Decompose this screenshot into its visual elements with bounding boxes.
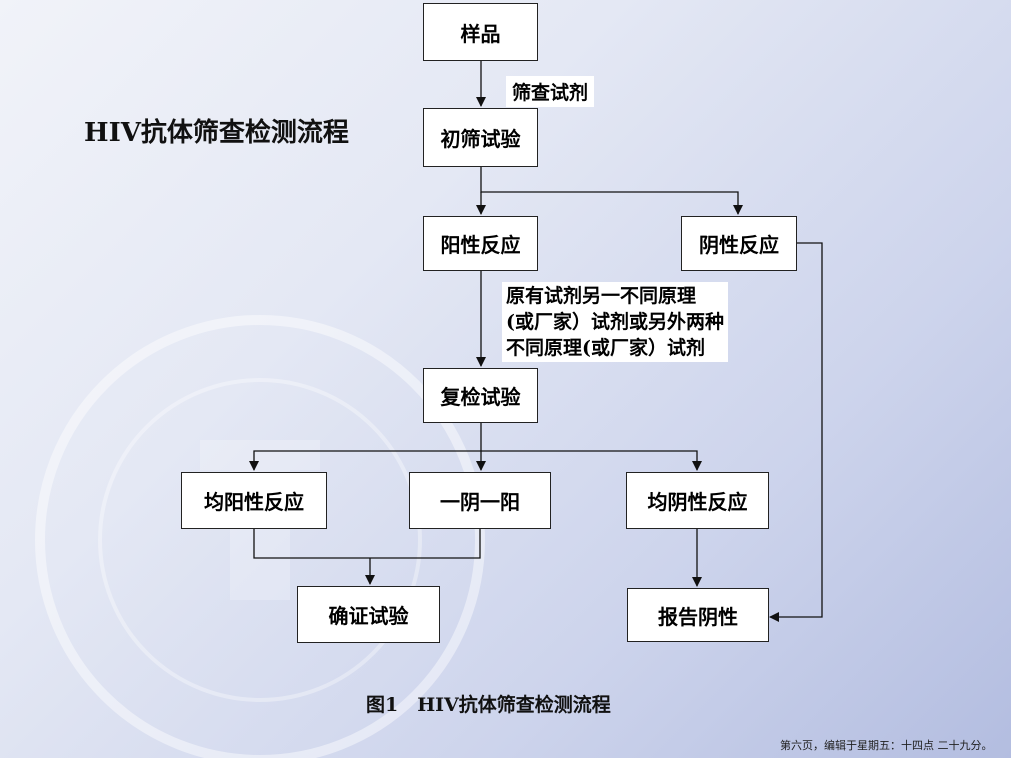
arrow-initial-to-negative xyxy=(480,167,743,215)
slide-footer: 第六页，编辑于星期五：十四点 二十九分。 xyxy=(780,739,993,752)
edge-label-line: (或厂家）试剂或另外两种 xyxy=(506,311,724,333)
node-initial-test: 初筛试验 xyxy=(423,108,538,167)
arrow-retest-to-both-negative xyxy=(481,450,702,471)
node-negative-reaction: 阴性反应 xyxy=(681,216,797,271)
node-one-negative-one-positive: 一阴一阳 xyxy=(409,472,551,529)
node-positive-reaction: 阳性反应 xyxy=(423,216,538,271)
merge-to-confirm xyxy=(253,529,481,559)
edge-label-screening-reagent: 筛查试剂 xyxy=(506,76,595,107)
node-retest: 复检试验 xyxy=(423,368,538,423)
edge-label-retest-reagent: 原有试剂另一不同原理 (或厂家）试剂或另外两种 不同原理(或厂家）试剂 xyxy=(502,282,728,362)
edge-label-line: 原有试剂另一不同原理 xyxy=(506,285,697,307)
arrow-retest-to-both-positive xyxy=(249,423,482,471)
node-both-negative: 均阴性反应 xyxy=(626,472,769,529)
figure-caption: 图1 HIV抗体筛查检测流程 xyxy=(366,694,611,716)
node-confirmation-test: 确证试验 xyxy=(297,586,440,643)
node-sample: 样品 xyxy=(423,3,538,61)
node-both-positive: 均阳性反应 xyxy=(181,472,327,529)
arrow-negative-to-report xyxy=(769,242,823,622)
edge-label-line: 不同原理(或厂家）试剂 xyxy=(506,337,705,359)
page-title: HIV抗体筛查检测流程 xyxy=(84,118,349,148)
node-report-negative: 报告阴性 xyxy=(627,588,769,642)
